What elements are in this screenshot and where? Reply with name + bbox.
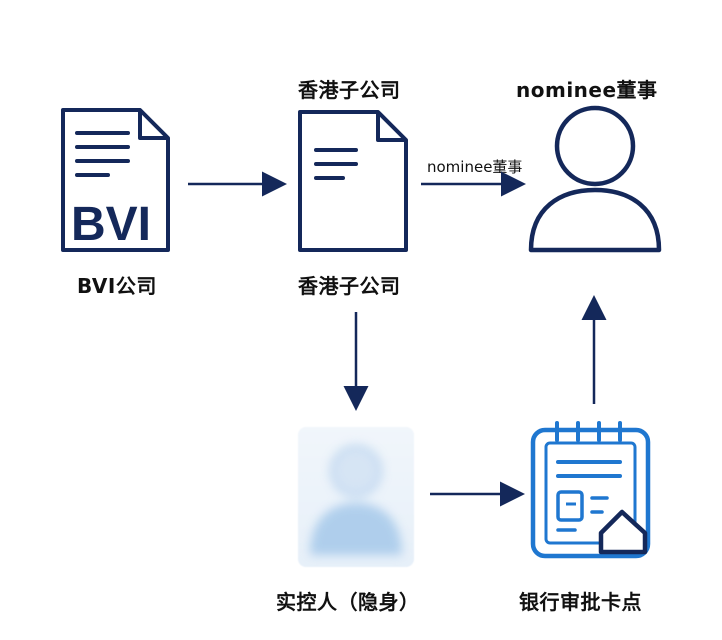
bvi-document-icon: BVI bbox=[61, 108, 170, 252]
bvi-company-label: BVI公司 bbox=[77, 274, 157, 298]
bank-clipboard-icon bbox=[530, 421, 651, 559]
nominee-director-top-label: nominee董事 bbox=[516, 78, 658, 102]
controller-hidden-label: 实控人（隐身） bbox=[276, 590, 420, 614]
bvi-document-text: BVI bbox=[71, 198, 151, 251]
controller-person-icon bbox=[310, 445, 402, 555]
nominee-person-icon bbox=[528, 105, 662, 253]
hk-subsidiary-bottom-label: 香港子公司 bbox=[298, 274, 401, 298]
edge-label-nominee: nominee董事 bbox=[427, 158, 523, 176]
hk-subsidiary-top-label: 香港子公司 bbox=[298, 78, 401, 102]
bank-approval-label: 银行审批卡点 bbox=[519, 590, 642, 614]
hk-document-icon bbox=[298, 110, 408, 252]
